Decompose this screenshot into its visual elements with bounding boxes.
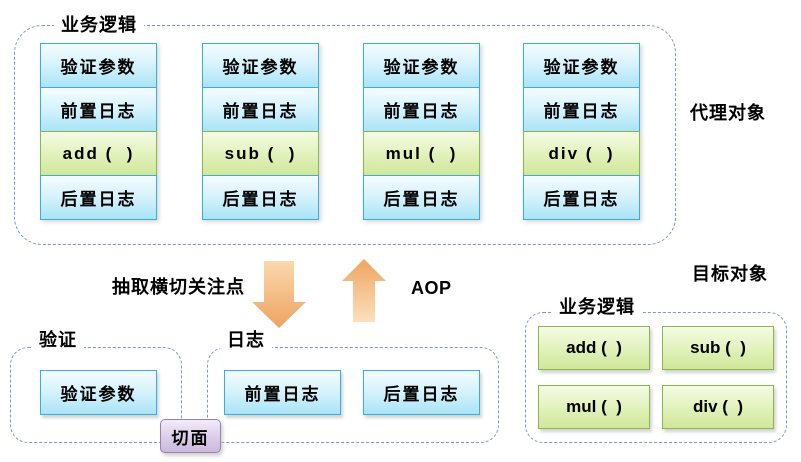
aop-label: AOP xyxy=(411,278,452,298)
log-group-box xyxy=(207,347,499,443)
target-group-box xyxy=(525,312,787,443)
aspect-box: 切面 xyxy=(160,419,221,453)
after-log-cell: 后置日志 xyxy=(40,175,157,220)
before-log-box: 前置日志 xyxy=(224,370,341,415)
method-column-mul: 验证参数 前置日志 mul ( ) 后置日志 xyxy=(363,43,480,220)
target-method-mul: mul ( ) xyxy=(538,385,650,429)
target-group-label: 业务逻辑 xyxy=(552,296,642,318)
log-group-label: 日志 xyxy=(220,329,272,351)
before-log-cell: 前置日志 xyxy=(40,87,157,132)
target-side-label: 目标对象 xyxy=(692,264,768,284)
method-cell-div: div ( ) xyxy=(523,131,640,176)
method-column-sub: 验证参数 前置日志 sub ( ) 后置日志 xyxy=(202,43,319,220)
before-log-cell: 前置日志 xyxy=(202,87,319,132)
target-method-add: add ( ) xyxy=(538,326,650,370)
validate-params-cell: 验证参数 xyxy=(523,43,640,88)
method-column-add: 验证参数 前置日志 add ( ) 后置日志 xyxy=(40,43,157,220)
after-log-cell: 后置日志 xyxy=(363,175,480,220)
method-column-div: 验证参数 前置日志 div ( ) 后置日志 xyxy=(523,43,640,220)
up-arrow-icon xyxy=(342,259,386,322)
validate-params-box: 验证参数 xyxy=(40,370,157,415)
target-method-div: div ( ) xyxy=(662,385,774,429)
before-log-cell: 前置日志 xyxy=(363,87,480,132)
down-arrow-icon xyxy=(252,261,306,328)
validation-group-box xyxy=(10,347,182,443)
validation-group-label: 验证 xyxy=(32,329,84,351)
after-log-box: 后置日志 xyxy=(363,370,480,415)
validate-params-cell: 验证参数 xyxy=(202,43,319,88)
after-log-cell: 后置日志 xyxy=(202,175,319,220)
method-cell-sub: sub ( ) xyxy=(202,131,319,176)
method-cell-mul: mul ( ) xyxy=(363,131,480,176)
method-cell-add: add ( ) xyxy=(40,131,157,176)
extract-crosscut-label: 抽取横切关注点 xyxy=(112,277,245,297)
proxy-side-label: 代理对象 xyxy=(690,103,766,123)
after-log-cell: 后置日志 xyxy=(523,175,640,220)
proxy-group-box xyxy=(14,25,676,245)
target-method-sub: sub ( ) xyxy=(662,326,774,370)
proxy-group-label: 业务逻辑 xyxy=(54,14,144,36)
validate-params-cell: 验证参数 xyxy=(40,43,157,88)
validate-params-cell: 验证参数 xyxy=(363,43,480,88)
before-log-cell: 前置日志 xyxy=(523,87,640,132)
